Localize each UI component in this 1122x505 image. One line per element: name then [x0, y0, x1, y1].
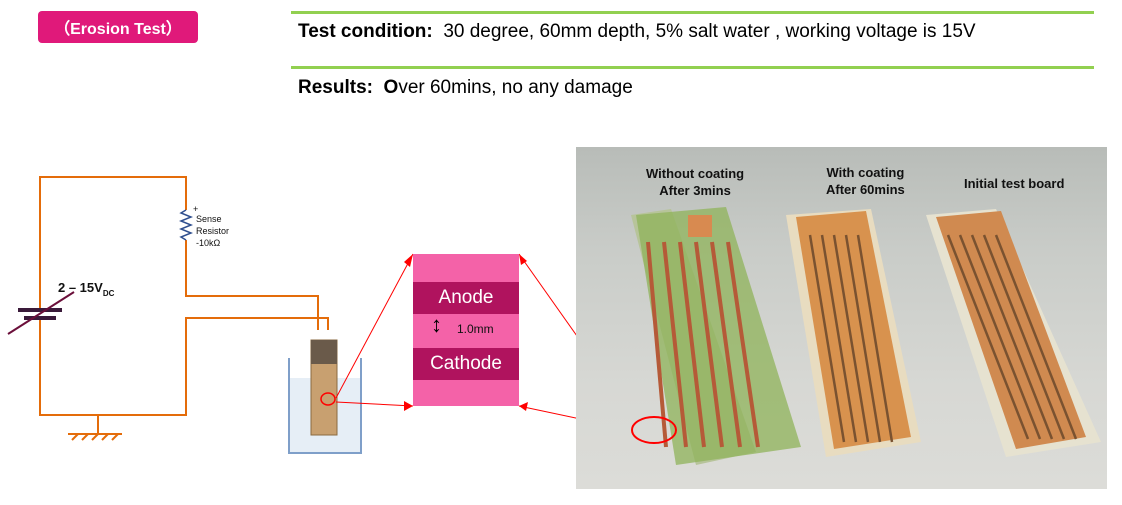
resistor-label-2: Resistor	[196, 226, 229, 236]
label-with-coating-line2: After 60mins	[826, 182, 905, 197]
gap-double-arrow-icon: ↕	[431, 312, 442, 337]
anode-label: Anode	[438, 287, 494, 308]
label-without-coating-line2: After 3mins	[659, 183, 731, 198]
gap-label: 1.0mm	[457, 322, 494, 336]
beaker-icon	[288, 339, 362, 454]
test-boards-illustration	[631, 207, 1101, 465]
test-condition-label: Test condition:	[298, 21, 433, 42]
label-with-coating-line1: With coating	[826, 165, 905, 180]
badge-label: （Erosion Test）	[54, 21, 182, 38]
test-condition-line: Test condition: 30 degree, 60mm depth, 5…	[298, 21, 976, 43]
svg-text:2 – 15VDC: 2 – 15VDC	[58, 280, 115, 298]
label-initial-test-board: Initial test board	[964, 176, 1065, 191]
battery-icon	[7, 291, 75, 335]
pointer-arrowheads	[404, 254, 528, 411]
label-without-coating: Without coating After 3mins	[646, 165, 744, 199]
electrode-detail-box: Anode ↕ 1.0mm Cathode	[413, 254, 519, 406]
top-divider	[291, 11, 1094, 14]
results-value-first: O	[383, 77, 399, 98]
cathode-band: Cathode	[413, 348, 519, 380]
resistor-label-1: Sense	[196, 214, 222, 224]
resistor-label-3: -10kΩ	[196, 238, 221, 248]
ground-icon	[68, 415, 122, 441]
resistor-plus-label: +	[193, 204, 198, 214]
results-label: Results:	[298, 77, 373, 98]
label-with-coating: With coating After 60mins	[826, 164, 905, 198]
middle-divider	[291, 66, 1094, 69]
erosion-test-badge: （Erosion Test）	[38, 11, 198, 43]
sense-resistor-icon	[178, 209, 194, 241]
results-value-rest: ver 60mins, no any damage	[398, 77, 633, 98]
anode-band: Anode	[413, 282, 519, 314]
circuit-wires	[39, 176, 329, 416]
test-condition-value: 30 degree, 60mm depth, 5% salt water , w…	[443, 21, 976, 42]
voltage-main-label: 2 – 15V	[58, 280, 103, 295]
cathode-label: Cathode	[430, 353, 502, 374]
test-boards-photo: Without coating After 3mins With coating…	[576, 147, 1107, 489]
voltage-sub-label: DC	[103, 289, 115, 298]
results-line: Results: Over 60mins, no any damage	[298, 77, 633, 99]
label-without-coating-line1: Without coating	[646, 166, 745, 181]
